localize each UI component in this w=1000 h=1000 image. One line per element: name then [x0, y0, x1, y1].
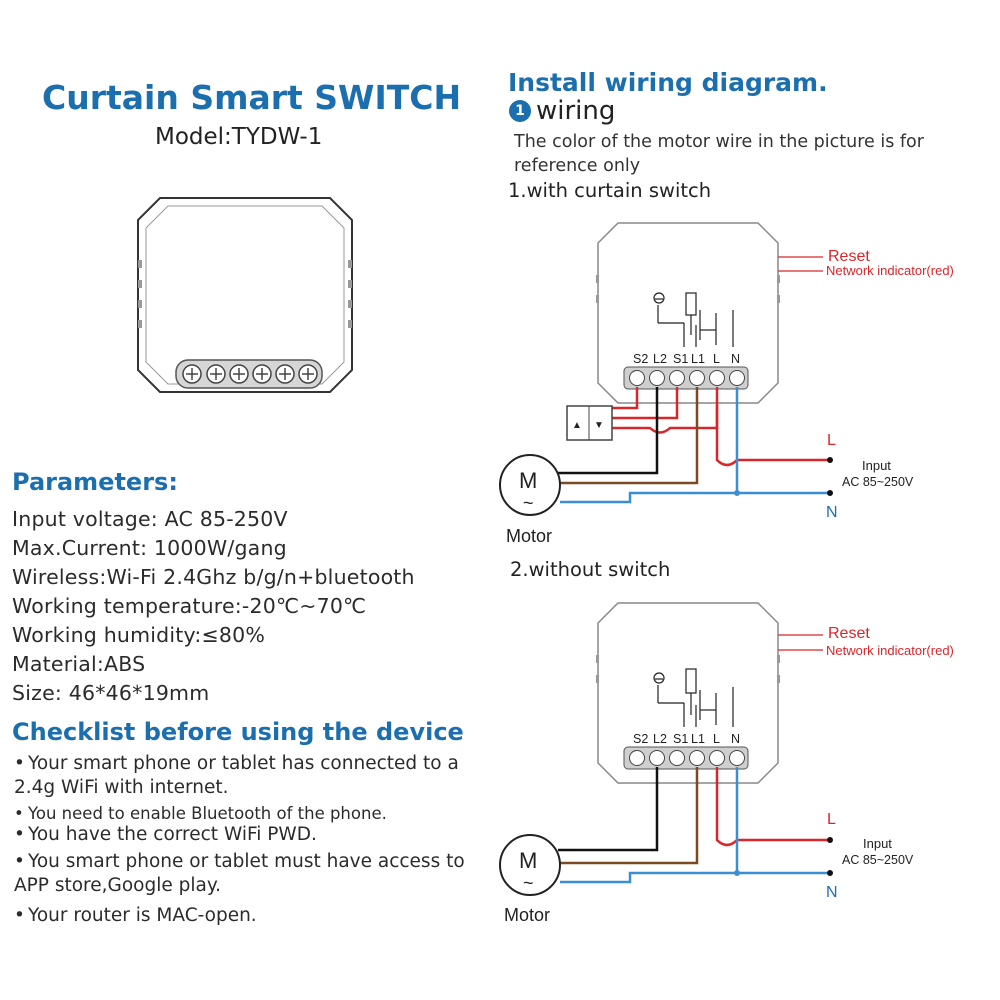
terminal-label-s2: S2: [633, 732, 648, 746]
motor-icon: M ~: [499, 454, 561, 516]
neutral-label: N: [826, 504, 838, 521]
parameters-heading: Parameters:: [12, 468, 178, 496]
param-max-current: Max.Current: 1000W/gang: [12, 536, 287, 560]
wiring-diagram-without-switch: Reset Network indicator(red) S2 L2 S1 L1…: [499, 602, 954, 925]
param-size: Size: 46*46*19mm: [12, 681, 210, 705]
terminal-label-s1: S1: [673, 732, 688, 746]
model-number: Model:TYDW-1: [155, 124, 323, 150]
param-material: Material:ABS: [12, 652, 146, 676]
bullet-icon: •: [14, 824, 25, 845]
checklist-item: •Your smart phone or tablet has connecte…: [14, 752, 484, 800]
motor-label: Motor: [504, 905, 550, 925]
input-voltage-label: AC 85~250V: [842, 853, 914, 867]
input-label: Input: [862, 458, 891, 473]
ground-icon: [653, 292, 665, 304]
wire-motor-l1: [560, 387, 699, 485]
wire-motor-l2: [558, 387, 659, 475]
line-label: L: [827, 432, 836, 449]
terminal-label-l2: L2: [653, 352, 667, 366]
checklist-item-text: You smart phone or tablet must have acce…: [14, 851, 465, 896]
input-voltage-label: AC 85~250V: [842, 475, 914, 489]
wire-line-in: [715, 405, 830, 467]
motor-label: Motor: [506, 526, 552, 546]
terminal-block: [623, 366, 749, 390]
diagram2-heading: 2.without switch: [510, 558, 671, 581]
wire-s2: [612, 387, 639, 410]
wire-switch-common: [612, 387, 719, 434]
bullet-icon: •: [14, 905, 25, 926]
device-notches-right: [348, 260, 352, 328]
motor-tilde: ~: [523, 493, 534, 513]
terminal-labels: S2 L2 S1 L1 L N: [633, 732, 740, 746]
motor-tilde: ~: [523, 873, 534, 893]
motor-symbol: M: [519, 468, 537, 493]
checklist-item-text: You have the correct WiFi PWD.: [28, 824, 317, 845]
wire-motor-l1: [560, 767, 699, 865]
checklist-heading: Checklist before using the device: [12, 718, 464, 746]
motor-symbol: M: [519, 848, 537, 873]
terminal-label-l1: L1: [691, 732, 705, 746]
terminal-label-s1: S1: [673, 352, 688, 366]
reset-label: Reset: [828, 248, 870, 265]
checklist-item: •You smart phone or tablet must have acc…: [14, 850, 484, 898]
wire-motor-n: [560, 387, 739, 504]
product-title: Curtain Smart SWITCH: [42, 78, 462, 117]
ground-icon: [653, 672, 665, 684]
neutral-label: N: [826, 884, 838, 901]
diagram1-heading: 1.with curtain switch: [508, 179, 712, 202]
terminal-label-n: N: [731, 352, 740, 366]
checklist-item: •You need to enable Bluetooth of the pho…: [14, 802, 484, 826]
param-input-voltage: Input voltage: AC 85-250V: [12, 507, 288, 531]
internal-schematic: [653, 668, 734, 727]
terminal-label-l1: L1: [691, 352, 705, 366]
terminal-label-s2: S2: [633, 352, 648, 366]
wire-motor-l2: [558, 767, 659, 852]
motor-wire-note: The color of the motor wire in the pictu…: [514, 132, 924, 176]
terminal-label-l: L: [713, 732, 720, 746]
wiring-label: wiring: [536, 96, 616, 126]
param-temperature: Working temperature:-20℃~70℃: [12, 594, 367, 618]
internal-schematic: [653, 292, 734, 347]
checklist-item-text: Your router is MAC-open.: [28, 905, 257, 926]
bullet-icon: •: [14, 804, 24, 823]
terminal-label-n: N: [731, 732, 740, 746]
device-notches-left: [138, 260, 142, 328]
param-wireless: Wireless:Wi-Fi 2.4Ghz b/g/n+bluetooth: [12, 565, 415, 589]
wire-motor-n: [560, 767, 739, 884]
module-body: [596, 222, 780, 404]
step-number-badge: 1: [509, 100, 531, 122]
wire-s1: [612, 387, 679, 420]
switch-down-arrow: ▼: [594, 420, 604, 431]
terminal-block: [623, 746, 749, 770]
switch-up-arrow: ▲: [572, 420, 582, 431]
checklist-item: •You have the correct WiFi PWD.: [14, 823, 484, 847]
curtain-switch-icon: ▲ ▼: [566, 405, 613, 441]
reset-label: Reset: [828, 625, 870, 642]
bullet-icon: •: [14, 851, 25, 872]
checklist-item-text: Your smart phone or tablet has connected…: [14, 753, 459, 798]
terminal-label-l2: L2: [653, 732, 667, 746]
install-title: Install wiring diagram.: [508, 68, 828, 97]
terminal-labels: S2 L2 S1 L1 L N: [633, 352, 740, 366]
input-label: Input: [863, 836, 892, 851]
param-humidity: Working humidity:≤80%: [12, 623, 266, 647]
motor-icon: M ~: [499, 834, 561, 896]
network-indicator-label: Network indicator(red): [826, 643, 954, 658]
network-indicator-label: Network indicator(red): [826, 263, 954, 278]
device-terminal-block: [175, 359, 323, 389]
line-label: L: [827, 811, 836, 828]
checklist-item-text: You need to enable Bluetooth of the phon…: [28, 804, 387, 823]
bullet-icon: •: [14, 753, 25, 774]
wiring-diagram-with-switch: Reset Network indicator(red) S2 L2 S1 L1…: [499, 222, 954, 546]
device-illustration: [137, 197, 353, 393]
terminal-label-l: L: [713, 352, 720, 366]
checklist-item: •Your router is MAC-open.: [14, 904, 484, 928]
